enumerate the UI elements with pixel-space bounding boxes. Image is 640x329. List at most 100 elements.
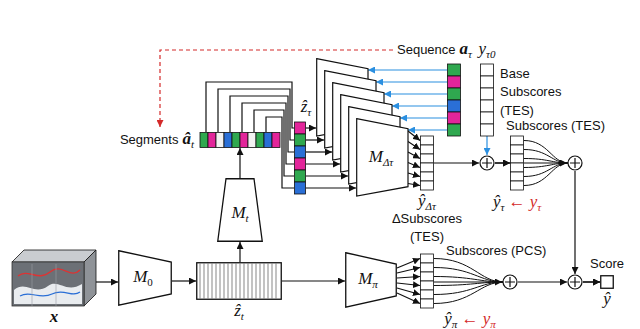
- column-cell: [295, 170, 306, 182]
- connector: [524, 163, 600, 282]
- image-top-face: [12, 250, 96, 262]
- sequence-column: Sequenceaτ: [447, 64, 461, 136]
- connector: [96, 282, 118, 283]
- sum-circle: [568, 156, 582, 170]
- segment-cell: [200, 133, 208, 148]
- sum-plus: [570, 158, 580, 168]
- feature-map: ẑt: [196, 262, 282, 300]
- fan-line: [524, 150, 568, 164]
- column-cell: [481, 64, 494, 76]
- sum-circle: [568, 275, 582, 289]
- node-shape: [480, 64, 494, 136]
- text-run: Sequenceaτ: [397, 40, 472, 60]
- connector-line: [96, 281, 118, 282]
- connector-line: [524, 162, 567, 163]
- connector-line: [434, 162, 479, 163]
- subscript-text: 0: [147, 276, 153, 288]
- math-symbol: y: [479, 39, 487, 58]
- text-run: ẑt: [234, 302, 244, 322]
- frame-line: [32, 264, 56, 306]
- connector-line: [376, 81, 447, 82]
- segment-cell: [272, 133, 280, 148]
- connector-line: [583, 281, 600, 282]
- text-run: M0: [133, 268, 153, 288]
- delta-subscore-column: ŷΔτΔSubscores (TES): [420, 136, 434, 190]
- ice-surface: [14, 284, 82, 304]
- pcs-subscore-column: Subscores (PCS)ŷπ← yπ: [420, 254, 434, 308]
- segment-feature-column: ẑτ: [294, 122, 306, 194]
- math-symbol: M: [369, 147, 383, 166]
- column-cell: [295, 122, 306, 134]
- connector-line: [239, 242, 240, 262]
- column-cell: [511, 163, 524, 172]
- score-box: Scoreŷ: [600, 275, 614, 289]
- connector-line: [408, 163, 420, 168]
- node-shape: [316, 58, 408, 196]
- connector-line: [397, 293, 420, 304]
- trapezoid-block: [218, 179, 263, 242]
- input-image: x: [12, 250, 96, 306]
- segments-bar: Segmentsât: [200, 132, 280, 148]
- connector: [240, 242, 241, 262]
- math-symbol: x: [50, 307, 59, 326]
- text-run: Mt: [231, 204, 248, 224]
- column-cell: [421, 263, 434, 272]
- column-cell: [421, 181, 434, 190]
- text-run: x: [50, 308, 59, 327]
- column-cell: [421, 145, 434, 154]
- connector-line: [239, 148, 240, 178]
- segment-cell: [232, 133, 240, 148]
- connector-line: [400, 117, 447, 118]
- connector-line: [583, 281, 600, 282]
- fan-line: [434, 282, 503, 304]
- column-cell: [421, 272, 434, 281]
- text-run: ŷΔτ: [418, 192, 436, 212]
- segment-cell: [264, 133, 272, 148]
- segment-cell: [240, 133, 248, 148]
- connector-line: [266, 117, 294, 188]
- subscript-text: τ: [468, 48, 472, 60]
- math-symbol: ŷ: [418, 191, 426, 210]
- connector: [487, 136, 510, 163]
- subscript-text: t: [191, 138, 194, 150]
- hatch-lines: [200, 264, 276, 299]
- subscript-text: π: [490, 318, 496, 329]
- column-cell: [295, 182, 306, 194]
- segment-cell: [216, 133, 224, 148]
- math-symbol: M: [358, 269, 372, 288]
- connector-line: [306, 151, 332, 152]
- connector: [206, 82, 294, 188]
- column-cell: [511, 181, 524, 190]
- connector-line: [306, 127, 316, 128]
- column-cell: [295, 146, 306, 158]
- connector-line: [306, 175, 348, 176]
- connector-line: [408, 131, 420, 141]
- connector: [434, 282, 600, 283]
- node-shape: [294, 122, 306, 194]
- column-cell: [481, 124, 494, 136]
- connector: [240, 148, 241, 178]
- encoder-block: M0: [118, 250, 172, 306]
- text-run: ŷτ← yτ: [493, 193, 541, 213]
- skater-trace: [18, 269, 80, 276]
- column-cell: [421, 299, 434, 308]
- connector-line: [495, 162, 510, 163]
- segment-cell: [248, 133, 256, 148]
- fan-line: [524, 159, 568, 164]
- connector-line: [397, 283, 420, 286]
- pcs-model-block: Mπ: [345, 252, 397, 308]
- text-run: ŷ: [603, 290, 611, 309]
- connector-line: [574, 171, 575, 274]
- node-shape: [447, 64, 461, 136]
- fan-line: [524, 141, 568, 164]
- segment-cell: [208, 133, 216, 148]
- fan-line: [434, 277, 503, 283]
- label-text: Score: [590, 256, 624, 271]
- connector: [434, 163, 510, 164]
- connector-line: [282, 280, 345, 281]
- column-cell: [448, 76, 461, 88]
- column-cell: [448, 112, 461, 124]
- math-symbol: M: [133, 267, 147, 286]
- sum-symbol: [568, 156, 582, 170]
- math-symbol: ŷ: [603, 289, 611, 308]
